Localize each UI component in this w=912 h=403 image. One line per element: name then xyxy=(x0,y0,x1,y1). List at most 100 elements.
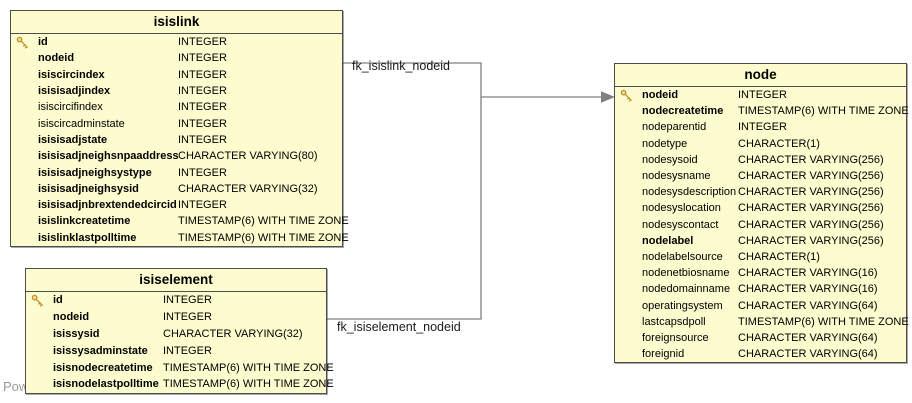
watermark-text: Pow xyxy=(3,379,29,394)
table-row: id INTEGER xyxy=(26,292,326,309)
table-row: nodesysname CHARACTER VARYING(256) xyxy=(615,168,906,184)
column-type: CHARACTER VARYING(64) xyxy=(738,331,878,344)
column-type: INTEGER xyxy=(178,199,227,212)
table-row: nodesyscontact CHARACTER VARYING(256) xyxy=(615,217,906,233)
column-name: nodenetbiosname xyxy=(642,267,730,280)
column-name: isissysadminstate xyxy=(53,344,148,357)
primary-key-icon xyxy=(31,294,53,307)
column-name: id xyxy=(53,294,63,307)
table-row: isisisadjneighsnpaaddress CHARACTER VARY… xyxy=(11,148,342,164)
column-name: isiscircindex xyxy=(38,68,105,81)
table-row: nodelabel CHARACTER VARYING(256) xyxy=(615,233,906,249)
column-type: INTEGER xyxy=(163,344,212,357)
table-row: nodenetbiosname CHARACTER VARYING(16) xyxy=(615,265,906,281)
column-name: nodeparentid xyxy=(642,121,707,134)
column-name: nodeid xyxy=(53,311,90,324)
table-row: nodesysdescription CHARACTER VARYING(256… xyxy=(615,184,906,200)
table-row: foreignsource CHARACTER VARYING(64) xyxy=(615,330,906,346)
column-type: CHARACTER VARYING(32) xyxy=(178,182,318,195)
table-row: isislinkcreatetime TIMESTAMP(6) WITH TIM… xyxy=(11,213,349,229)
column-type: CHARACTER VARYING(80) xyxy=(178,150,318,163)
column-name: isisisadjstate xyxy=(38,133,108,146)
column-type: CHARACTER VARYING(256) xyxy=(738,153,884,166)
table-row: nodelabelsource CHARACTER(1) xyxy=(615,249,906,265)
table-row: isissysadminstate INTEGER xyxy=(26,342,326,359)
column-type: TIMESTAMP(6) WITH TIME ZONE xyxy=(738,105,909,118)
column-name: nodedomainname xyxy=(642,283,731,296)
column-name: nodesysoid xyxy=(642,153,698,166)
table-row: isisisadjstate INTEGER xyxy=(11,132,342,148)
column-name: nodeid xyxy=(642,89,679,102)
table-row: isisisadjindex INTEGER xyxy=(11,83,342,99)
relationship-arrowhead-icon xyxy=(601,91,615,103)
table-row: isisnodelastpolltime TIMESTAMP(6) WITH T… xyxy=(26,376,334,393)
primary-key-icon xyxy=(620,89,642,102)
column-name: isisnodecreatetime xyxy=(53,361,153,374)
column-name: nodecreatetime xyxy=(642,105,724,118)
relationship-label-fk-isislink-nodeid: fk_isislink_nodeid xyxy=(352,59,450,73)
column-type: TIMESTAMP(6) WITH TIME ZONE xyxy=(163,361,334,374)
column-type: INTEGER xyxy=(178,166,227,179)
column-type: INTEGER xyxy=(163,294,212,307)
column-name: isiscircadminstate xyxy=(38,117,125,130)
table-row: nodeid INTEGER xyxy=(26,309,326,326)
column-name: isissysid xyxy=(53,327,100,340)
column-type: INTEGER xyxy=(163,311,212,324)
column-type: TIMESTAMP(6) WITH TIME ZONE xyxy=(178,231,349,244)
column-name: isisisadjindex xyxy=(38,85,111,98)
table-isiselement[interactable]: isiselement id INTEGER xyxy=(25,268,334,394)
column-type: TIMESTAMP(6) WITH TIME ZONE xyxy=(738,315,909,328)
column-name: nodesysname xyxy=(642,170,711,183)
table-row: isiscircadminstate INTEGER xyxy=(11,115,342,131)
column-name: isisisadjneighsystype xyxy=(38,166,152,179)
column-type: CHARACTER VARYING(32) xyxy=(163,327,303,340)
fk-isiselement-nodeid-line xyxy=(323,97,482,320)
column-name: foreignsource xyxy=(642,331,709,344)
table-row: nodesysoid CHARACTER VARYING(256) xyxy=(615,152,906,168)
table-isiselement-title: isiselement xyxy=(26,269,326,292)
column-type: INTEGER xyxy=(178,133,227,146)
column-type: CHARACTER VARYING(64) xyxy=(738,348,878,361)
column-type: CHARACTER(1) xyxy=(738,250,820,263)
column-type: CHARACTER VARYING(16) xyxy=(738,283,878,296)
column-name: isisisadjnbrextendedcircid xyxy=(38,199,177,212)
column-type: CHARACTER VARYING(256) xyxy=(738,186,884,199)
column-type: CHARACTER VARYING(256) xyxy=(738,202,884,215)
table-row: nodecreatetime TIMESTAMP(6) WITH TIME ZO… xyxy=(615,103,909,119)
column-name: id xyxy=(38,36,48,49)
column-type: CHARACTER VARYING(256) xyxy=(738,218,884,231)
table-node[interactable]: node nodeid INTEGER xyxy=(614,63,909,364)
table-row: isissysid CHARACTER VARYING(32) xyxy=(26,326,326,343)
column-type: INTEGER xyxy=(738,89,787,102)
table-row: lastcapsdpoll TIMESTAMP(6) WITH TIME ZON… xyxy=(615,314,909,330)
column-type: INTEGER xyxy=(178,52,227,65)
column-type: CHARACTER(1) xyxy=(738,137,820,150)
table-row: isisisadjneighsysid CHARACTER VARYING(32… xyxy=(11,181,342,197)
column-name: isisisadjneighsnpaaddress xyxy=(38,150,178,163)
column-name: nodesyscontact xyxy=(642,218,719,231)
column-name: foreignid xyxy=(642,348,685,361)
column-type: INTEGER xyxy=(178,85,227,98)
table-row: isiscircifindex INTEGER xyxy=(11,99,342,115)
column-name: isislinkcreatetime xyxy=(38,215,131,228)
column-name: nodesyslocation xyxy=(642,202,721,215)
column-type: INTEGER xyxy=(178,101,227,114)
column-name: isiscircifindex xyxy=(38,101,103,114)
table-row: isislinklastpolltime TIMESTAMP(6) WITH T… xyxy=(11,230,349,246)
column-type: INTEGER xyxy=(738,121,787,134)
table-row: nodeid INTEGER xyxy=(615,87,906,103)
column-name: nodetype xyxy=(642,137,688,150)
table-row: nodetype CHARACTER(1) xyxy=(615,136,906,152)
column-type: CHARACTER VARYING(256) xyxy=(738,234,884,247)
table-isislink[interactable]: isislink id INTEGER xyxy=(10,10,349,247)
column-name: nodeid xyxy=(38,52,75,65)
column-name: nodelabel xyxy=(642,234,694,247)
column-type: CHARACTER VARYING(256) xyxy=(738,170,884,183)
table-row: isisnodecreatetime TIMESTAMP(6) WITH TIM… xyxy=(26,359,334,376)
table-row: operatingsystem CHARACTER VARYING(64) xyxy=(615,297,906,313)
table-row: nodesyslocation CHARACTER VARYING(256) xyxy=(615,200,906,216)
relationship-label-fk-isiselement-nodeid: fk_isiselement_nodeid xyxy=(337,320,461,334)
column-type: TIMESTAMP(6) WITH TIME ZONE xyxy=(163,378,334,391)
table-isiselement-rows: id INTEGER nodeid INTEGER xyxy=(26,292,334,393)
